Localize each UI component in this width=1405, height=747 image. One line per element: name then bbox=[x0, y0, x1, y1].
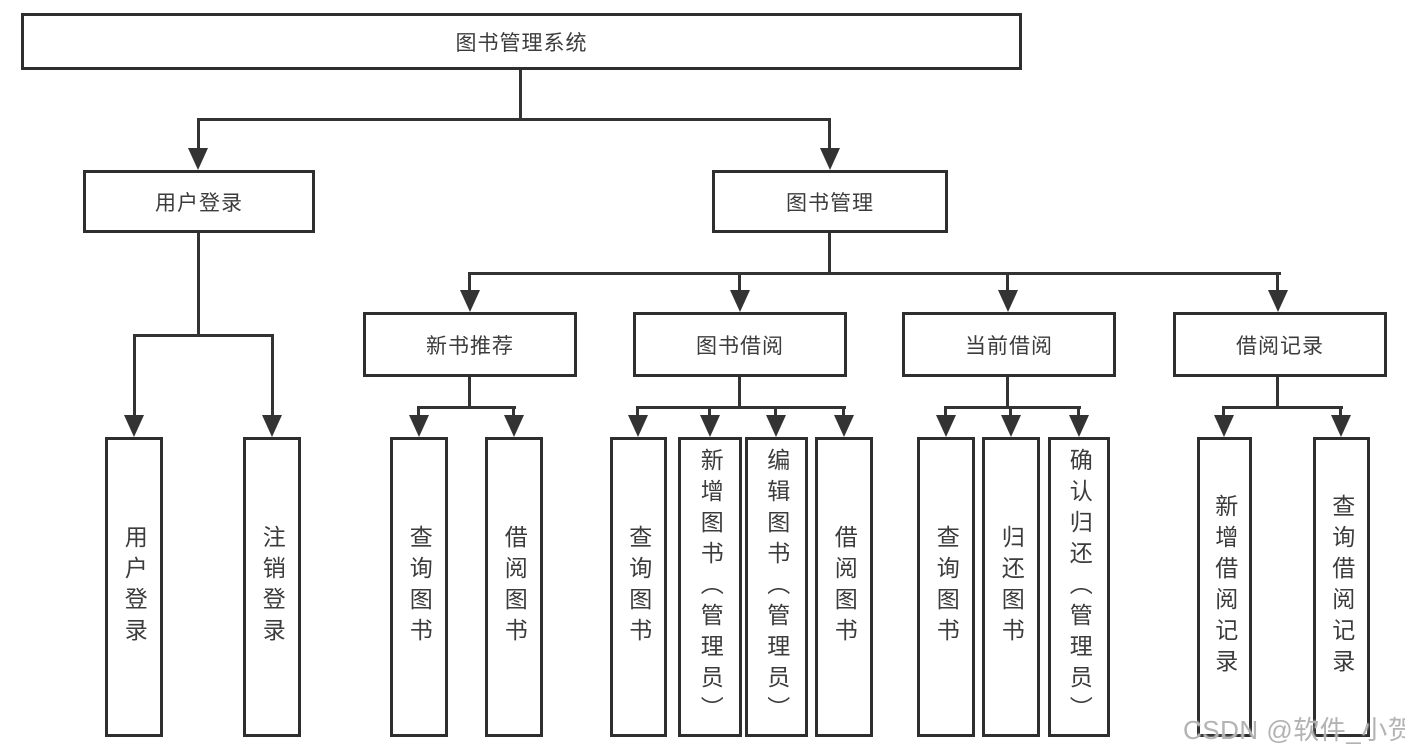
connector-to-book-mgmt bbox=[828, 118, 831, 150]
node-book-management-label: 图书管理 bbox=[786, 191, 874, 215]
connector-to-book-borrow bbox=[738, 272, 741, 292]
connector-book-borrow-stub bbox=[738, 377, 741, 408]
node-new-book-recommend: 新书推荐 bbox=[363, 312, 577, 377]
arrow-down-icon bbox=[262, 415, 282, 437]
arrow-down-icon bbox=[460, 290, 480, 312]
leaf-query-book-1-label: 查询图书 bbox=[406, 525, 433, 649]
node-borrow-record: 借阅记录 bbox=[1173, 312, 1387, 377]
leaf-borrow-book-2-label: 借阅图书 bbox=[831, 525, 858, 649]
leaf-logout-label: 注销登录 bbox=[259, 525, 286, 649]
node-borrow-record-label: 借阅记录 bbox=[1236, 334, 1324, 358]
leaf-query-book-3-label: 查询图书 bbox=[933, 525, 960, 649]
arrow-down-icon bbox=[730, 290, 750, 312]
connector-user-login-hline bbox=[133, 334, 274, 337]
arrow-down-icon bbox=[820, 148, 840, 170]
leaf-logout: 注销登录 bbox=[243, 437, 301, 737]
connector-borrow-record-stub bbox=[1276, 377, 1279, 408]
connector-current-borrow-hline bbox=[944, 406, 1081, 409]
leaf-edit-book-admin-label: 编辑图书（管理员） bbox=[763, 447, 790, 727]
arrow-down-icon bbox=[409, 415, 429, 437]
arrow-down-icon bbox=[936, 415, 956, 437]
arrow-down-icon bbox=[124, 415, 144, 437]
connector-borrow-record-hline bbox=[1222, 406, 1343, 409]
leaf-add-borrow-record: 新增借阅记录 bbox=[1197, 437, 1252, 737]
connector-root-hline bbox=[197, 118, 831, 121]
leaf-query-book-2: 查询图书 bbox=[610, 437, 667, 737]
node-current-borrow: 当前借阅 bbox=[902, 312, 1116, 377]
connector-new-book-hline bbox=[417, 406, 516, 409]
connector-leaf bbox=[944, 406, 947, 417]
leaf-user-login: 用户登录 bbox=[105, 437, 163, 737]
connector-book-mgmt-hline bbox=[468, 272, 1281, 275]
connector-to-user-login bbox=[197, 118, 200, 150]
connector-to-leaf-logout bbox=[271, 334, 274, 416]
connector-leaf bbox=[1222, 406, 1225, 417]
leaf-query-book-2-label: 查询图书 bbox=[625, 525, 652, 649]
leaf-edit-book-admin: 编辑图书（管理员） bbox=[745, 437, 808, 737]
node-root-system-label: 图书管理系统 bbox=[455, 31, 588, 55]
arrow-down-icon bbox=[1214, 415, 1234, 437]
connector-to-leaf-login bbox=[133, 334, 136, 416]
arrow-down-icon bbox=[1331, 415, 1351, 437]
leaf-confirm-return-admin-label: 确认归还（管理员） bbox=[1066, 447, 1093, 727]
connector-leaf bbox=[636, 406, 639, 417]
connector-to-current-borrow bbox=[1006, 272, 1009, 292]
arrow-down-icon bbox=[766, 415, 786, 437]
connector-leaf bbox=[1077, 406, 1080, 417]
leaf-confirm-return-admin: 确认归还（管理员） bbox=[1048, 437, 1110, 737]
connector-current-borrow-stub bbox=[1006, 377, 1009, 408]
node-root-system: 图书管理系统 bbox=[21, 13, 1022, 70]
connector-leaf bbox=[774, 406, 777, 417]
connector-book-mgmt-stub bbox=[828, 233, 831, 274]
connector-to-new-book bbox=[468, 272, 471, 292]
arrow-down-icon bbox=[1069, 415, 1089, 437]
leaf-query-book-3: 查询图书 bbox=[917, 437, 975, 737]
node-user-login-label: 用户登录 bbox=[155, 191, 243, 215]
connector-user-login-stub bbox=[197, 233, 200, 335]
node-user-login: 用户登录 bbox=[83, 170, 315, 233]
arrow-down-icon bbox=[628, 415, 648, 437]
leaf-query-borrow-record: 查询借阅记录 bbox=[1313, 437, 1370, 737]
connector-leaf bbox=[512, 406, 515, 417]
connector-leaf bbox=[1339, 406, 1342, 417]
arrow-down-icon bbox=[504, 415, 524, 437]
connector-leaf bbox=[1009, 406, 1012, 417]
leaf-return-book: 归还图书 bbox=[982, 437, 1040, 737]
arrow-down-icon bbox=[1268, 290, 1288, 312]
connector-book-borrow-hline bbox=[636, 406, 846, 409]
arrow-down-icon bbox=[834, 415, 854, 437]
connector-to-borrow-record bbox=[1276, 272, 1279, 292]
arrow-down-icon bbox=[188, 148, 208, 170]
leaf-return-book-label: 归还图书 bbox=[998, 525, 1025, 649]
connector-leaf bbox=[708, 406, 711, 417]
connector-root-stub bbox=[519, 70, 522, 121]
leaf-query-borrow-record-label: 查询借阅记录 bbox=[1328, 494, 1355, 680]
leaf-borrow-book-1: 借阅图书 bbox=[485, 437, 543, 737]
arrow-down-icon bbox=[998, 290, 1018, 312]
connector-new-book-stub bbox=[468, 377, 471, 408]
node-new-book-recommend-label: 新书推荐 bbox=[426, 334, 514, 358]
leaf-add-borrow-record-label: 新增借阅记录 bbox=[1211, 494, 1238, 680]
leaf-add-book-admin: 新增图书（管理员） bbox=[678, 437, 742, 737]
connector-leaf bbox=[417, 406, 420, 417]
node-book-borrow-label: 图书借阅 bbox=[696, 334, 784, 358]
arrow-down-icon bbox=[700, 415, 720, 437]
leaf-borrow-book-1-label: 借阅图书 bbox=[501, 525, 528, 649]
leaf-add-book-admin-label: 新增图书（管理员） bbox=[697, 447, 724, 727]
node-book-management: 图书管理 bbox=[712, 170, 948, 233]
node-book-borrow: 图书借阅 bbox=[633, 312, 847, 377]
leaf-borrow-book-2: 借阅图书 bbox=[815, 437, 873, 737]
node-current-borrow-label: 当前借阅 bbox=[965, 334, 1053, 358]
arrow-down-icon bbox=[1001, 415, 1021, 437]
csdn-watermark: CSDN @软件_小贺同学 bbox=[1183, 715, 1405, 745]
connector-leaf bbox=[842, 406, 845, 417]
leaf-user-login-label: 用户登录 bbox=[121, 525, 148, 649]
leaf-query-book-1: 查询图书 bbox=[390, 437, 448, 737]
